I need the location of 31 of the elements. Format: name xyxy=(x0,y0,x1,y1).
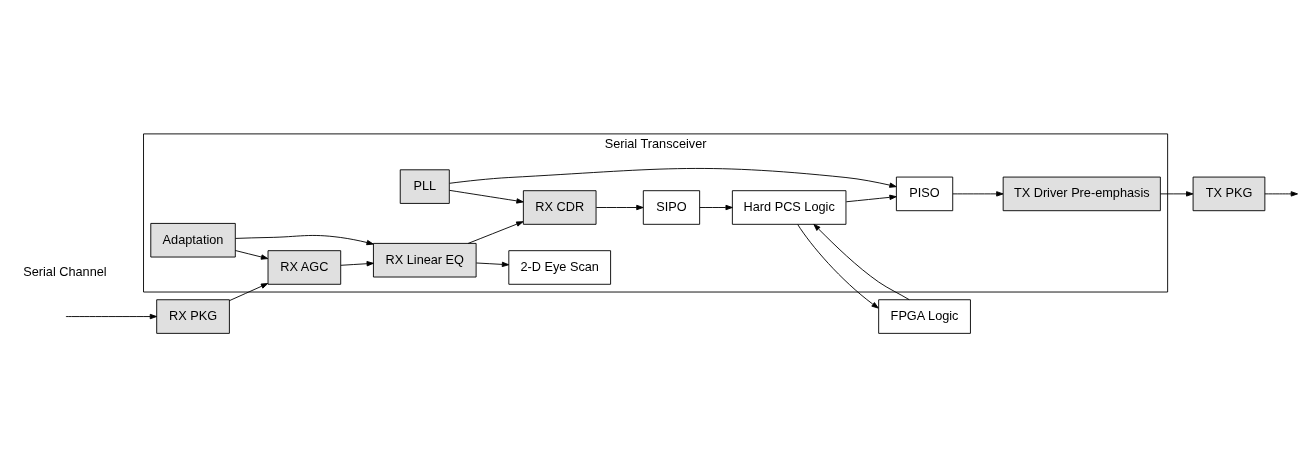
arrow xyxy=(340,261,374,267)
node-box: SIPO xyxy=(642,190,701,225)
node-box: TX Driver Pre-emphasis xyxy=(1002,176,1161,212)
arrow xyxy=(467,221,524,244)
arrow xyxy=(475,261,510,268)
node-box: RX PKG xyxy=(156,299,230,334)
arrow xyxy=(595,204,644,211)
arrow xyxy=(699,204,733,211)
arrow xyxy=(229,283,269,302)
label: Serial Channel xyxy=(23,264,107,280)
node-box: FPGA Logic xyxy=(878,299,971,334)
arrow xyxy=(65,313,158,320)
node-box: Hard PCS Logic xyxy=(731,190,847,225)
node-box: PISO xyxy=(895,176,954,212)
arrow xyxy=(813,223,910,301)
arrow xyxy=(449,168,897,188)
arrow xyxy=(952,191,1004,197)
arrow xyxy=(1264,191,1298,197)
node-box: TX PKG xyxy=(1192,176,1266,212)
node-box: RX CDR xyxy=(522,190,597,225)
arrow xyxy=(234,250,269,260)
arrow xyxy=(449,189,524,204)
arrow xyxy=(1160,191,1194,197)
node-box: 2-D Eye Scan xyxy=(508,250,612,285)
node-box: PLL xyxy=(399,169,450,204)
node-box: RX AGC xyxy=(267,250,342,285)
node-box: Adaptation xyxy=(150,222,236,258)
arrow xyxy=(845,194,897,203)
arrow xyxy=(235,235,374,246)
arrow xyxy=(797,224,879,309)
node-box: RX Linear EQ xyxy=(372,242,477,278)
